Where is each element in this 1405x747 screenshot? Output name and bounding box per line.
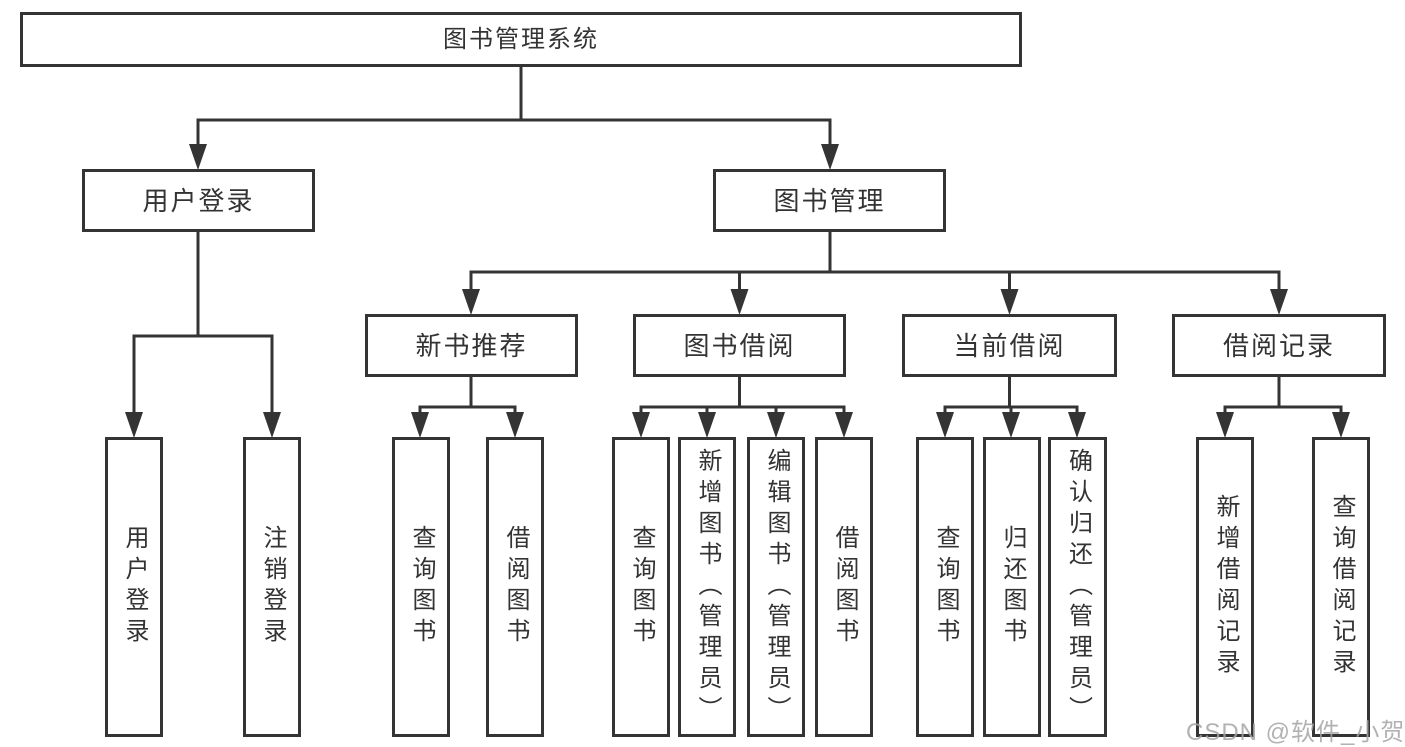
node-borrow-records: 借阅记录 — [1172, 314, 1386, 377]
node-current-borrow-label: 当前借阅 — [953, 330, 1066, 361]
leaf-borrow-books-recommend-label: 借阅图书 — [502, 525, 529, 649]
leaf-add-book-admin: 新增图书（管理员） — [678, 437, 736, 737]
leaf-edit-book-admin-label: 编辑图书（管理员） — [763, 447, 790, 727]
leaf-borrow-books-borrow: 借阅图书 — [815, 437, 873, 737]
node-book-borrow: 图书借阅 — [633, 314, 846, 377]
node-new-book-recommend: 新书推荐 — [365, 314, 578, 377]
leaf-confirm-return-admin: 确认归还（管理员） — [1048, 437, 1107, 737]
leaf-add-book-admin-label: 新增图书（管理员） — [694, 447, 721, 727]
leaf-logout: 注销登录 — [243, 437, 301, 737]
node-root: 图书管理系统 — [20, 12, 1022, 67]
leaf-logout-label: 注销登录 — [259, 525, 286, 649]
node-new-book-recommend-label: 新书推荐 — [415, 330, 528, 361]
csdn-watermark: CSDN @软件_小贺同学 — [1186, 719, 1405, 746]
leaf-return-book-label: 归还图书 — [999, 525, 1026, 649]
leaf-query-books-recommend-label: 查询图书 — [408, 525, 435, 649]
leaf-borrow-books-recommend: 借阅图书 — [486, 437, 544, 737]
leaf-return-book: 归还图书 — [983, 437, 1041, 737]
leaf-user-login: 用户登录 — [105, 437, 163, 737]
node-current-borrow: 当前借阅 — [902, 314, 1117, 377]
node-user-login: 用户登录 — [82, 169, 315, 232]
leaf-query-books-current: 查询图书 — [916, 437, 974, 737]
leaf-query-borrow-record: 查询借阅记录 — [1312, 437, 1370, 737]
node-user-login-label: 用户登录 — [142, 185, 255, 216]
node-book-borrow-label: 图书借阅 — [683, 330, 796, 361]
leaf-confirm-return-admin-label: 确认归还（管理员） — [1064, 447, 1092, 727]
leaf-query-books-recommend: 查询图书 — [392, 437, 450, 737]
leaf-user-login-label: 用户登录 — [121, 525, 148, 649]
leaf-query-books-borrow: 查询图书 — [612, 437, 670, 737]
arrowheads — [125, 144, 1350, 438]
leaf-edit-book-admin: 编辑图书（管理员） — [747, 437, 805, 737]
node-root-label: 图书管理系统 — [443, 25, 599, 53]
leaf-query-borrow-record-label: 查询借阅记录 — [1328, 494, 1355, 680]
leaf-add-borrow-record-label: 新增借阅记录 — [1212, 494, 1239, 680]
leaf-query-books-current-label: 查询图书 — [932, 525, 959, 649]
node-book-management-label: 图书管理 — [773, 185, 886, 216]
leaf-add-borrow-record: 新增借阅记录 — [1196, 437, 1254, 737]
node-borrow-records-label: 借阅记录 — [1222, 330, 1335, 361]
leaf-query-books-borrow-label: 查询图书 — [628, 525, 655, 649]
leaf-borrow-books-borrow-label: 借阅图书 — [831, 525, 858, 649]
node-book-management: 图书管理 — [713, 169, 946, 232]
